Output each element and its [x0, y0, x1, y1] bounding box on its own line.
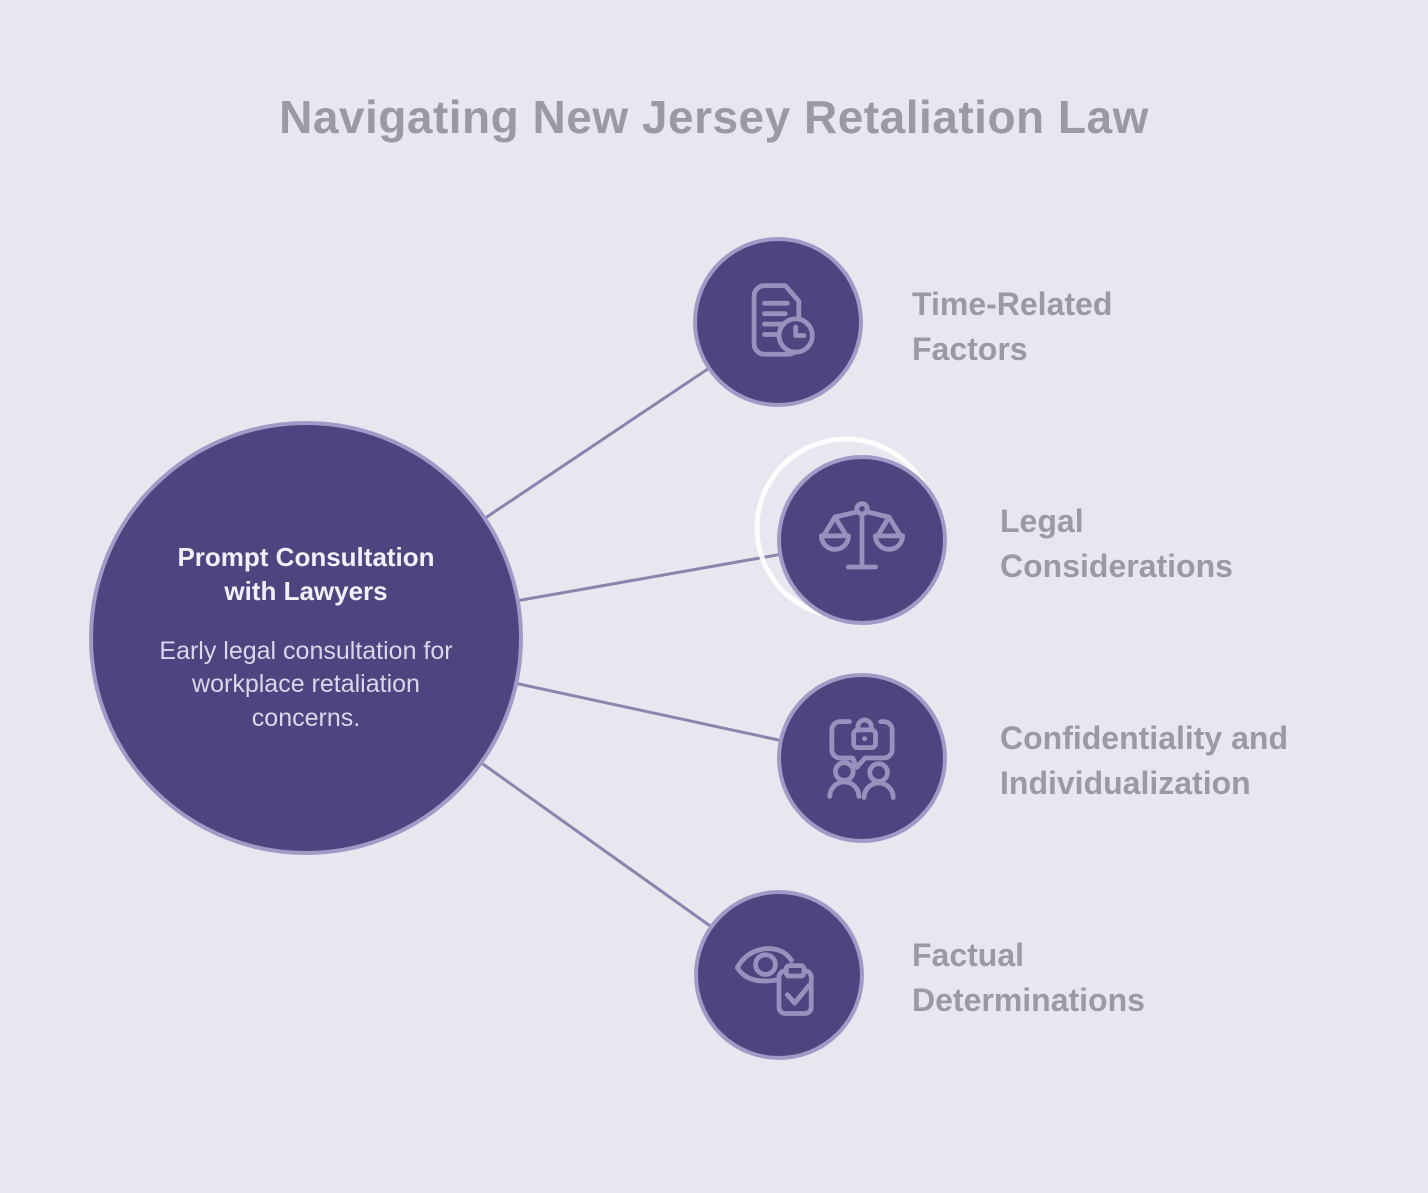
node-label-legal-considerations: Legal Considerations	[1000, 503, 1233, 585]
document-clock-icon	[751, 283, 815, 357]
node-time-related-factors	[693, 237, 863, 407]
confidential-conversation-icon	[827, 717, 896, 800]
node-label-confidentiality-individualization: Confidentiality and Individualization	[1000, 720, 1288, 802]
central-node-heading: Prompt Consultation with Lawyers	[177, 541, 435, 606]
node-legal-considerations	[777, 455, 947, 625]
node-factual-determinations	[694, 890, 864, 1060]
page-title: Navigating New Jersey Retaliation Law	[279, 91, 1149, 143]
scales-of-justice-icon	[819, 501, 905, 570]
node-label-time-related-factors: Time-Related Factors	[912, 286, 1113, 368]
central-node: Prompt Consultation with Lawyers Early l…	[89, 421, 523, 855]
eye-checklist-icon	[735, 946, 814, 1016]
node-label-factual-determinations: Factual Determinations	[912, 937, 1145, 1019]
central-node-description: Early legal consultation for workplace r…	[159, 636, 453, 732]
node-confidentiality-individualization	[777, 673, 947, 843]
